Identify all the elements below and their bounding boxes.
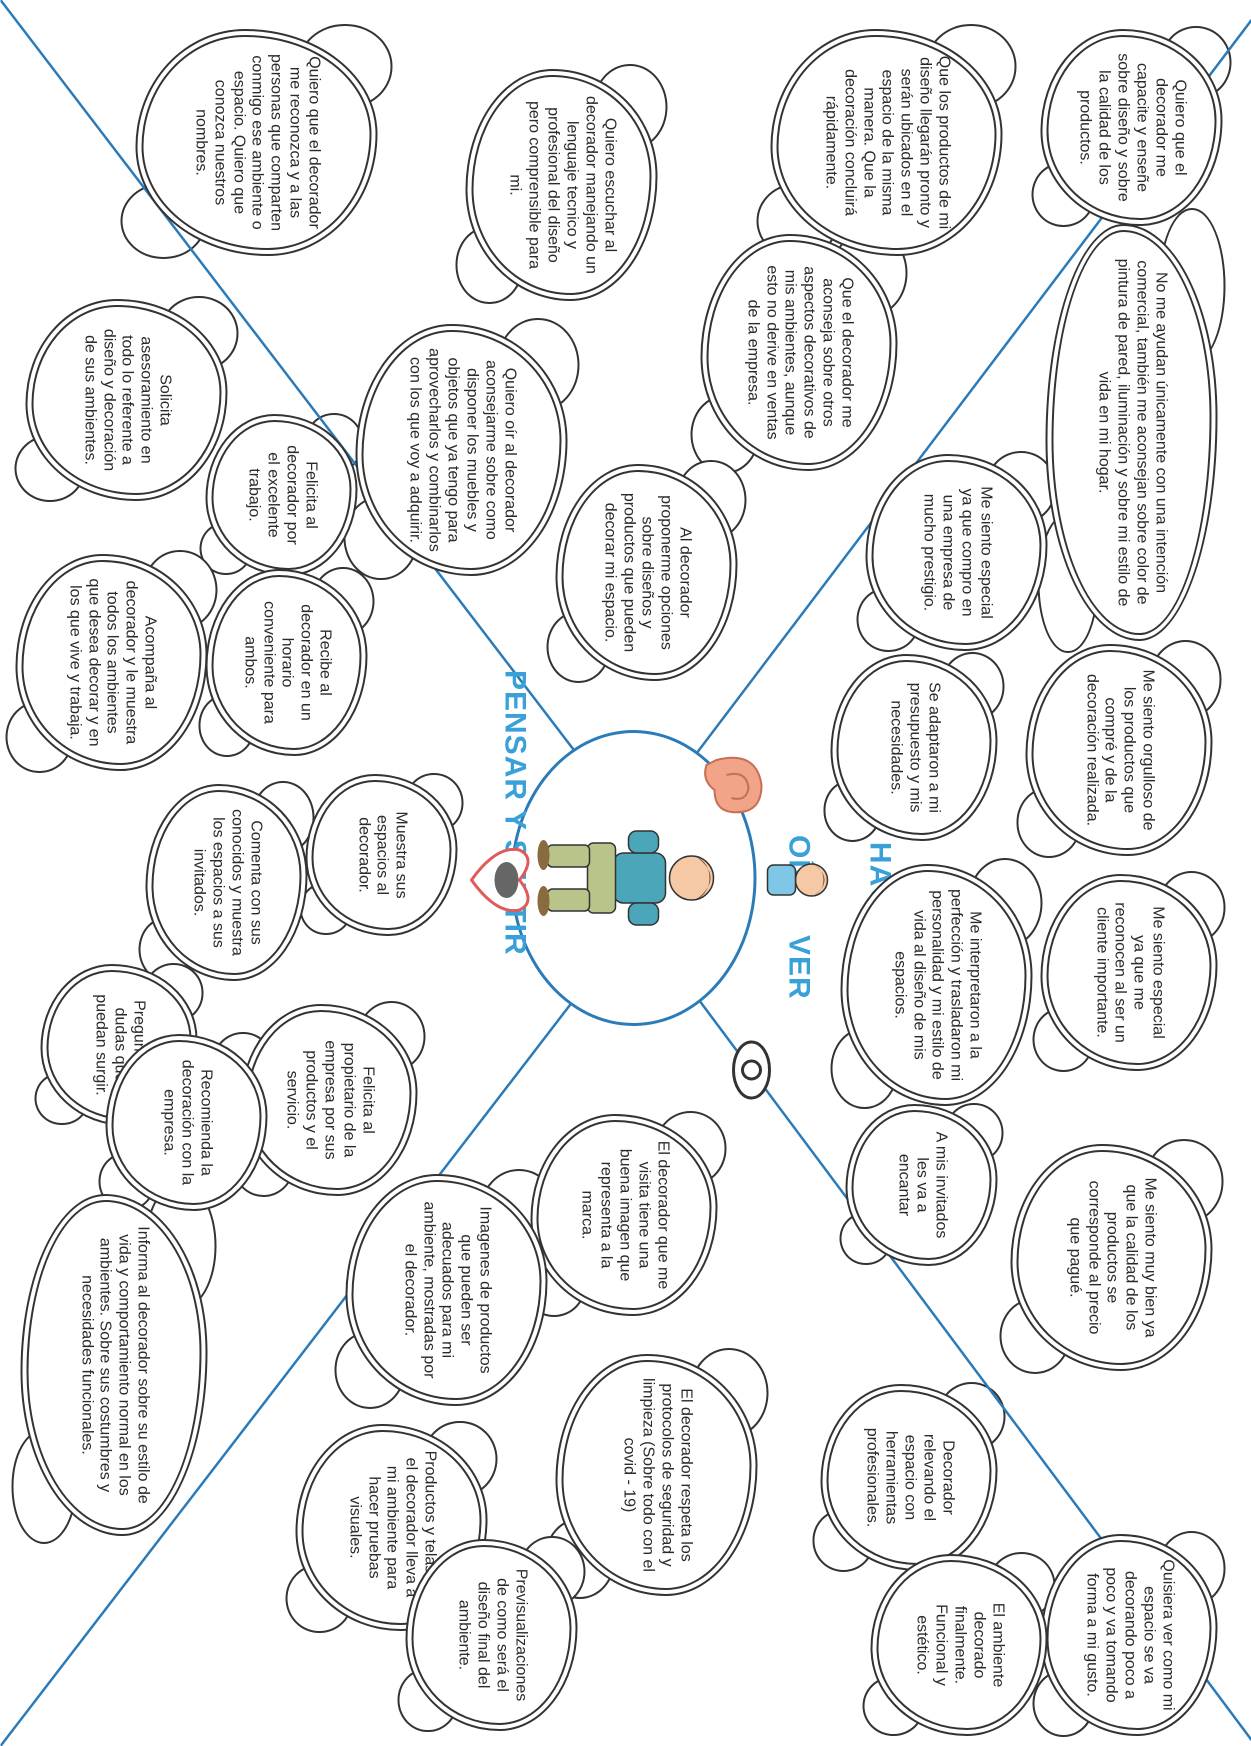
cloud-oir-3: Quiero escuchar al decorador manejando u… [471, 75, 651, 295]
cloud-decir-10: Informa al decorador sobre su estilo de … [26, 1200, 201, 1530]
cloud-ver-7: Previsualizaciones de como será el diseñ… [411, 1545, 571, 1725]
cloud-decir-4: Acompaña al decorador y le muestra todos… [21, 560, 201, 765]
cloud-pensar-5: Me siento especial ya que me reconocen a… [1046, 880, 1211, 1065]
cloud-ver-3: Decorador relevando el espacio con herra… [826, 1390, 991, 1565]
cloud-decir-2: Felicita al decorador por el excelente t… [211, 420, 351, 570]
cloud-decir-8: Felicita al propietario de la empresa po… [246, 1010, 411, 1190]
cloud-oir-1: Quiero que el decorador me capacite y en… [1046, 35, 1216, 220]
cloud-decir-6: Comenta con sus conocidos y muestra los … [151, 790, 301, 975]
cloud-decir-1: Solicita asesoramiento en todo lo refere… [31, 305, 221, 495]
cloud-pensar-9: Quisiera ver como mi espacio se va decor… [1046, 1540, 1211, 1730]
cloud-decir-5: Muestra sus espacios al decorador. [311, 780, 451, 930]
cloud-oir-2: Que los productos de mi diseño llegarán … [776, 35, 996, 250]
cloud-ver-4: El decorador respeta los protocolos de s… [561, 1360, 751, 1590]
cloud-pensar-6: Me interpretaron a la perfección y trasl… [846, 870, 1026, 1100]
cloud-ver-5: El ambiente decorado finalmente. Funcion… [876, 1560, 1041, 1730]
cloud-pensar-2: Me siento especial ya que compro en una … [871, 460, 1041, 645]
cloud-oir-5: Que el decorador me aconseja sobre otros… [706, 240, 891, 465]
cloud-pensar-8: Me siento muy bien ya que la calidad de … [1016, 1150, 1206, 1365]
cloud-decir-9: Recomienda la decoración con la empresa. [111, 1040, 261, 1205]
cloud-oir-6: Quiero oír al decorador aconsejarme sobr… [361, 330, 561, 570]
cloud-ver-2: Imagenes de productos que pueden ser ade… [351, 1180, 541, 1400]
eye-icon [721, 1035, 781, 1105]
cloud-decir-3: Recibe al decorador en un horario conven… [211, 575, 361, 750]
cloud-ver-1: El decorador que me visita tiene una bue… [536, 1120, 711, 1310]
title-ver: VER [781, 935, 815, 1000]
heart-brain-icon [461, 840, 541, 920]
talking-person-icon [761, 840, 841, 920]
ear-icon [696, 740, 776, 830]
cloud-oir-4: Quiero que el decorador me reconozca y a… [141, 35, 371, 250]
cloud-pensar-4: Se adaptaron a mi presupuesto y mis nece… [836, 660, 991, 835]
cloud-pensar-3: Me siento orgulloso de los productos que… [1031, 650, 1206, 850]
cloud-pensar-1: No me ayudan únicamente con una intenció… [1051, 230, 1211, 635]
cloud-pensar-7: A mis invitados les va a encantar [851, 1110, 991, 1260]
cloud-oir-7: Al decorador proponerme opciones sobre d… [561, 470, 731, 675]
